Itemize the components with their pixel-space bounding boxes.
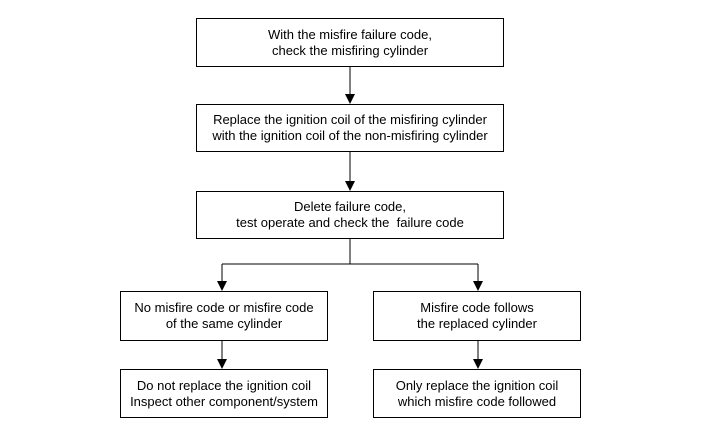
step3-line1: Delete failure code, <box>293 199 406 214</box>
step2-line1: Replace the ignition coil of the misfiri… <box>213 112 487 127</box>
right-outcome-line2: the replaced cylinder <box>417 316 537 331</box>
arrowhead-left-action <box>217 359 227 369</box>
action-inspect-other: Do not replace the ignition coil Inspect… <box>120 369 328 418</box>
right-outcome-line1: Misfire code follows <box>420 300 534 315</box>
step1-line1: With the misfire failure code, <box>267 26 432 42</box>
step-swap-ignition-coil: Replace the ignition coil of the misfiri… <box>196 104 504 152</box>
action-replace-coil: Only replace the ignition coil which mis… <box>373 369 581 418</box>
left-action-line1: Do not replace the ignition coil <box>136 377 312 393</box>
right-action-line2: which misfire code followed <box>397 393 557 409</box>
arrowhead-right-action <box>473 359 483 369</box>
left-action-line2: Inspect other component/system <box>130 393 318 409</box>
arrowhead-branch-left <box>217 281 227 291</box>
step1-line2: check the misfiring cylinder <box>271 42 429 58</box>
step3-line2: test operate and check the failure code <box>236 215 464 230</box>
left-outcome-line2: of the same cylinder <box>165 316 283 331</box>
outcome-code-follows: Misfire code follows the replaced cylind… <box>373 291 581 341</box>
arrowhead-2-3 <box>345 181 355 191</box>
arrowhead-1-2 <box>345 94 355 104</box>
right-action-line1: Only replace the ignition coil <box>395 377 559 393</box>
outcome-no-follow: No misfire code or misfire code of the s… <box>120 291 328 341</box>
step-check-misfiring-cylinder: With the misfire failure code, check the… <box>196 18 504 67</box>
step2-line2: with the ignition coil of the non-misfir… <box>212 128 488 143</box>
left-outcome-line1: No misfire code or misfire code <box>134 300 314 315</box>
step-delete-and-test: Delete failure code, test operate and ch… <box>196 191 504 239</box>
arrowhead-branch-right <box>473 281 483 291</box>
